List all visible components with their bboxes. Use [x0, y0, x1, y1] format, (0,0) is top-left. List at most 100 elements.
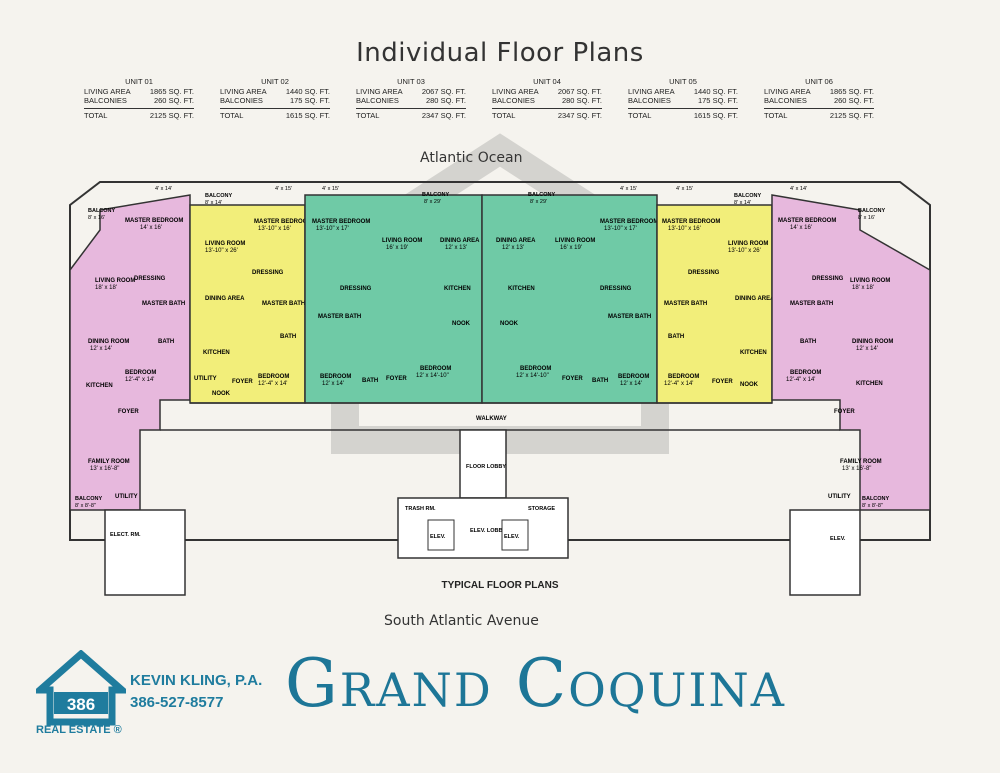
balconies-value: 175 SQ. FT.: [697, 96, 738, 105]
unit-04-balcony-dim: 8' x 29': [530, 199, 547, 205]
unit-01-plan: LIVING ROOM 18' x 18' MASTER BEDROOM 14'…: [69, 186, 191, 511]
unit-06-balcony-dim: 8' x 16': [858, 215, 875, 221]
unit-03-dining-dim: 12' x 13': [445, 245, 467, 251]
unit-03-dining-label: DINING AREA: [440, 238, 480, 244]
unit-03-summary: UNIT 03 LIVING AREA 2067 SQ. FT. BALCONIE…: [356, 77, 466, 120]
balconies-value: 280 SQ. FT.: [561, 96, 602, 105]
unit-01-master-dim: 14' x 16': [140, 225, 162, 231]
unit-05-balcony-label: BALCONY: [734, 193, 762, 199]
unit-01-foyer-label: FOYER: [118, 409, 139, 415]
unit-04-dining-dim: 12' x 13': [502, 245, 524, 251]
total-label: TOTAL: [356, 111, 380, 120]
unit-name: UNIT 02: [261, 77, 289, 86]
unit-03-master-dim: 13'-10" x 17': [316, 226, 349, 232]
unit-06-family-label: FAMILY ROOM: [840, 459, 882, 465]
unit-05-living-dim: 13'-10" x 26': [728, 248, 761, 254]
unit-02-utility-label: UTILITY: [194, 376, 217, 382]
unit-05-bath-label: BATH: [668, 334, 684, 340]
unit-04-bath-label: BATH: [592, 378, 608, 384]
unit-name: UNIT 06: [805, 77, 833, 86]
right-elev-label: ELEV.: [830, 536, 846, 542]
stair-left: [104, 509, 186, 596]
south-atlantic-avenue-label: South Atlantic Avenue: [384, 613, 539, 629]
unit-03-bedroom-a-dim: 12' x 14': [322, 381, 344, 387]
unit-06-living-dim: 18' x 18': [852, 285, 874, 291]
unit-06-living-label: LIVING ROOM: [850, 278, 890, 284]
agent-phone[interactable]: 386-527-8577: [130, 694, 224, 711]
unit-02-balcony-label: BALCONY: [205, 193, 233, 199]
building-outline: [69, 181, 931, 541]
unit-04-masterbath-label: MASTER BATH: [608, 314, 651, 320]
unit-04-master-dim: 13'-10" x 17': [604, 226, 637, 232]
atlantic-ocean-label: Atlantic Ocean: [420, 150, 523, 166]
unit-05-foyer-label: FOYER: [712, 379, 733, 385]
balconies-label: BALCONIES: [356, 96, 399, 105]
typical-floor-plans-label: TYPICAL FLOOR PLANS: [441, 580, 559, 591]
total-label: TOTAL: [764, 111, 788, 120]
unit-01-dressing-label: DRESSING: [134, 276, 166, 282]
unit-06-foyer-label: FOYER: [834, 409, 855, 415]
unit-02-kitchen-label: KITCHEN: [203, 350, 230, 356]
unit-03-master-label: MASTER BEDROOM: [312, 219, 370, 225]
unit-01-living-label: LIVING ROOM: [95, 278, 135, 284]
unit-04-dressing-label: DRESSING: [600, 286, 632, 292]
unit-05-balcony-dim: 8' x 14': [734, 200, 751, 206]
unit-01-dining-label: DINING ROOM: [88, 339, 129, 345]
balconies-value: 280 SQ. FT.: [425, 96, 466, 105]
unit-01-bedroom-dim: 12'-4" x 14': [125, 377, 154, 383]
unit-05-dining-label: DINING AREA: [735, 296, 775, 302]
unit-02-living-label: LIVING ROOM: [205, 241, 245, 247]
common-areas: WALKWAY FLOOR LOBBY TRASH RM. STORAGE EL…: [104, 402, 861, 596]
elect-room-label: ELECT. RM.: [110, 532, 141, 538]
unit-03-nook-label: NOOK: [452, 321, 471, 327]
unit-01-bath-label: BATH: [158, 339, 174, 345]
unit-06-dining-dim: 12' x 14': [856, 346, 878, 352]
unit-02-bedroom-dim: 12'-4" x 14': [258, 381, 287, 387]
logo-text: REAL ESTATE: [36, 724, 111, 736]
unit-name: UNIT 01: [125, 77, 153, 86]
unit-05-area: [656, 204, 773, 404]
unit-03-balcony-dim: 8' x 29': [424, 199, 441, 205]
unit-02-masterbath-label: MASTER BATH: [262, 301, 305, 307]
unit-02-bedroom-label: BEDROOM: [258, 374, 289, 380]
unit-02-plan: BALCONY 8' x 14' 4' x 15' MASTER BEDROOM…: [189, 186, 312, 404]
stair-right: [789, 509, 861, 596]
living-value: 2067 SQ. FT.: [557, 87, 602, 96]
unit-02-dressing-label: DRESSING: [252, 270, 284, 276]
unit-05-balcony-top-dim: 4' x 15': [676, 186, 693, 192]
living-label: LIVING AREA: [220, 87, 267, 96]
unit-05-master-dim: 13'-10" x 16': [668, 226, 701, 232]
unit-04-plan: BALCONY 8' x 29' 4' x 15' MASTER BEDROOM…: [481, 186, 658, 404]
living-label: LIVING AREA: [356, 87, 403, 96]
unit-02-area: [189, 204, 306, 404]
unit-04-bedroom-a-dim: 12' x 14': [620, 381, 642, 387]
total-label: TOTAL: [492, 111, 516, 120]
unit-02-balcony-top-dim: 4' x 15': [275, 186, 292, 192]
unit-03-bath-label: BATH: [362, 378, 378, 384]
unit-04-master-label: MASTER BEDROOM: [600, 219, 658, 225]
total-label: TOTAL: [220, 111, 244, 120]
living-value: 2067 SQ. FT.: [421, 87, 466, 96]
unit-06-dressing-label: DRESSING: [812, 276, 844, 282]
agent-name: KEVIN KLING, P.A.: [130, 672, 263, 689]
unit-name: UNIT 03: [397, 77, 425, 86]
living-value: 1440 SQ. FT.: [693, 87, 738, 96]
living-label: LIVING AREA: [628, 87, 675, 96]
unit-name: UNIT 04: [533, 77, 561, 86]
elev-lobby-label: ELEV. LOBBY: [470, 528, 506, 534]
unit-06-master-dim: 14' x 16': [790, 225, 812, 231]
total-value: 2125 SQ. FT.: [829, 111, 874, 120]
unit-01-balcony-dim: 8' x 16': [88, 215, 105, 221]
unit-03-kitchen-label: KITCHEN: [444, 286, 471, 292]
unit-05-master-label: MASTER BEDROOM: [662, 219, 720, 225]
balconies-label: BALCONIES: [84, 96, 127, 105]
unit-01-family-label: FAMILY ROOM: [88, 459, 130, 465]
unit-06-bedroom-dim: 12'-4" x 14': [786, 377, 815, 383]
unit-01-master-label: MASTER BEDROOM: [125, 218, 183, 224]
total-value: 2347 SQ. FT.: [557, 111, 602, 120]
total-value: 2347 SQ. FT.: [421, 111, 466, 120]
